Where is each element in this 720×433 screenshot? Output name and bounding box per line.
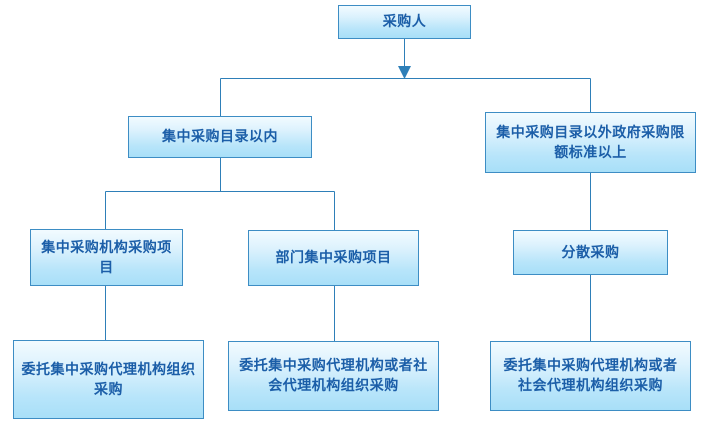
node-entrust-central-or-social-agency-middle-label: 委托集中采购代理机构或者社会代理机构组织采购 [239,358,428,394]
node-department-centralized-project-label: 部门集中采购项目 [275,250,392,266]
node-inside-catalog-label: 集中采购目录以内 [162,129,278,145]
node-root-label: 采购人 [382,14,427,30]
node-root[interactable]: 采购人 [338,5,471,39]
node-dispersed-procurement-label: 分散采购 [561,244,620,261]
node-outside-catalog-label: 集中采购目录以外政府采购限额标准以上 [496,124,685,161]
node-dispersed-procurement[interactable]: 分散采购 [513,230,668,275]
node-entrust-central-or-social-agency-right[interactable]: 委托集中采购代理机构或者社会代理机构组织采购 [490,341,691,411]
node-central-procurement-agency-project[interactable]: 集中采购机构采购项目 [30,229,183,286]
node-entrust-central-agency-label: 委托集中采购代理机构组织采购 [21,361,196,398]
node-central-procurement-agency-project-label: 集中采购机构采购项目 [41,239,172,276]
node-entrust-central-agency[interactable]: 委托集中采购代理机构组织采购 [13,340,204,419]
node-entrust-central-or-social-agency-right-label: 委托集中采购代理机构或者社会代理机构组织采购 [503,358,678,394]
node-outside-catalog[interactable]: 集中采购目录以外政府采购限额标准以上 [485,112,696,173]
node-department-centralized-project[interactable]: 部门集中采购项目 [248,230,419,286]
arrowhead-icon [398,66,411,79]
node-inside-catalog[interactable]: 集中采购目录以内 [128,116,312,158]
node-entrust-central-or-social-agency-middle[interactable]: 委托集中采购代理机构或者社会代理机构组织采购 [228,341,439,411]
